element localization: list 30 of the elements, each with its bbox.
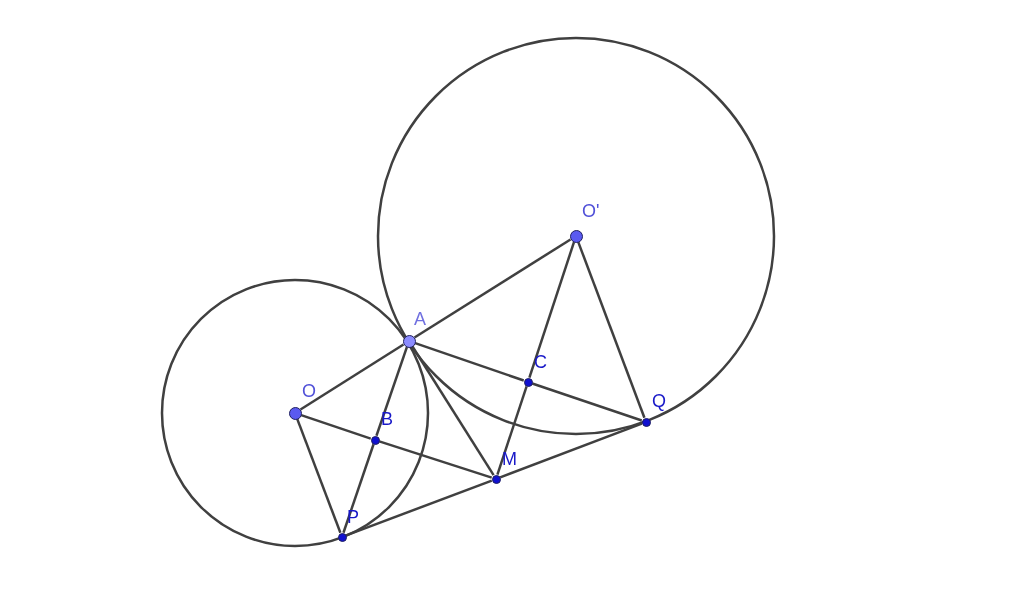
line-segment bbox=[378, 440, 493, 479]
point-label: B bbox=[381, 410, 393, 428]
point-dot bbox=[569, 229, 583, 243]
line-segment bbox=[413, 238, 572, 339]
point-dot bbox=[491, 474, 501, 484]
point-label: O bbox=[302, 382, 316, 400]
point-dot bbox=[370, 435, 380, 445]
line-segment bbox=[342, 443, 375, 534]
line-segment bbox=[414, 341, 525, 382]
point-label: A bbox=[414, 310, 426, 328]
point-label: O' bbox=[582, 202, 600, 220]
line-segment bbox=[299, 343, 405, 411]
line-segment bbox=[411, 345, 495, 476]
line-segment bbox=[499, 422, 643, 479]
line-segment bbox=[496, 385, 528, 476]
line-segment bbox=[528, 241, 576, 379]
line-segment bbox=[375, 346, 409, 437]
point-dot bbox=[337, 532, 347, 542]
line-segment bbox=[296, 418, 342, 534]
point-dot bbox=[523, 377, 533, 387]
line-segment bbox=[300, 413, 372, 440]
point-label: Q bbox=[652, 392, 666, 410]
point-dot bbox=[641, 417, 651, 427]
line-segment bbox=[345, 479, 493, 537]
point-label: C bbox=[534, 353, 547, 371]
point-dot bbox=[288, 406, 302, 420]
line-segment bbox=[577, 241, 646, 419]
point-label: P bbox=[347, 508, 359, 526]
point-label: M bbox=[502, 450, 517, 468]
line-segment bbox=[531, 382, 643, 422]
